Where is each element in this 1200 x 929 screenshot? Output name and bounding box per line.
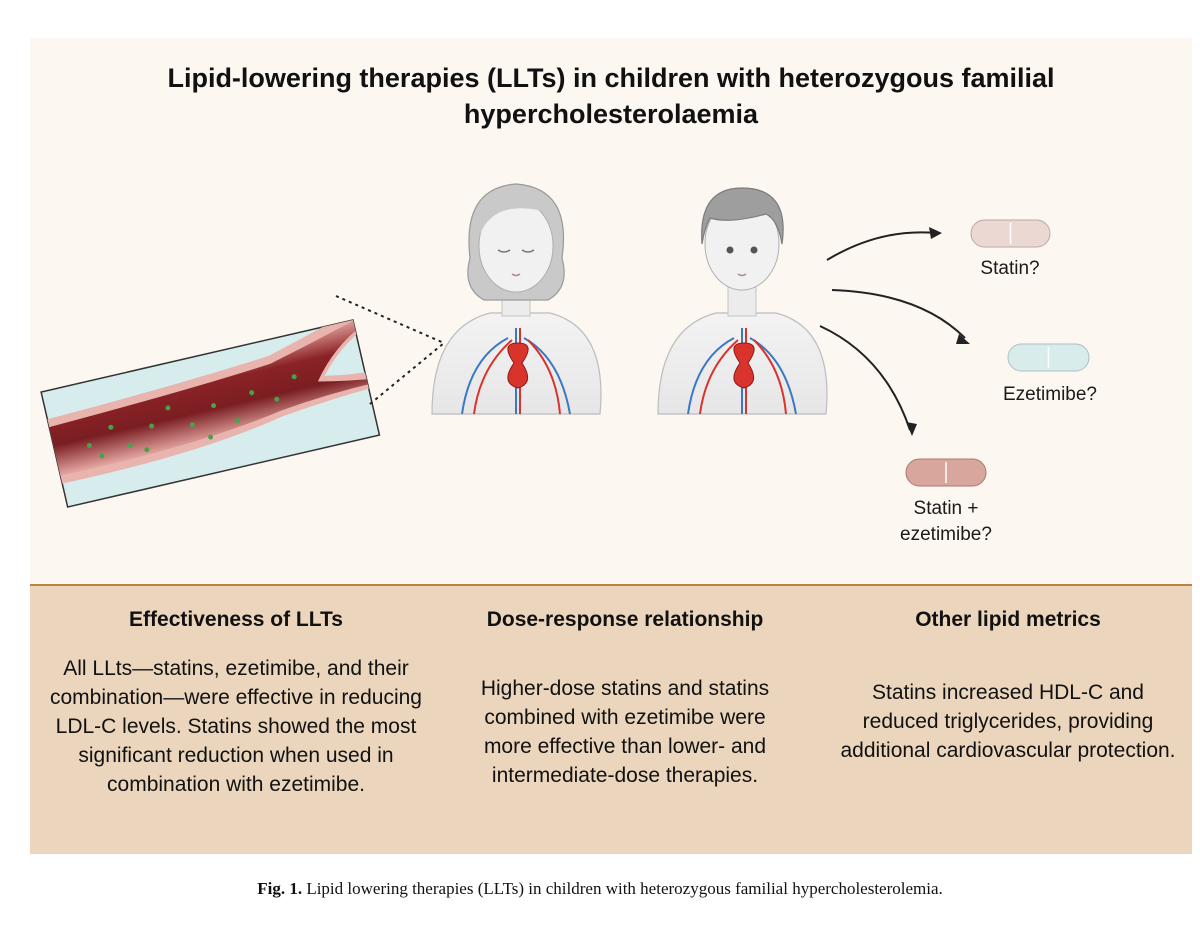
arrow-heads <box>906 227 970 436</box>
treatment-label-text: Ezetimibe? <box>1003 384 1097 405</box>
figure-panel: Lipid-lowering therapies (LLTs) in child… <box>30 38 1192 854</box>
pill-combination-icon <box>905 458 987 487</box>
treatment-label-combination: Statin + ezetimibe? <box>886 496 1006 548</box>
blood-vessel-inset <box>40 295 445 508</box>
finding-heading: Dose-response relationship <box>486 608 764 631</box>
finding-heading: Effectiveness of LLTs <box>129 608 343 631</box>
arrow-to-ezetimibe <box>831 289 966 339</box>
plaque-particles <box>86 374 297 459</box>
finding-heading: Other lipid metrics <box>915 608 1101 631</box>
caption-text: Lipid lowering therapies (LLTs) in child… <box>306 879 943 898</box>
treatment-arrows <box>819 231 966 431</box>
child-boy <box>657 187 828 415</box>
finding-text: Statins increased HDL-C and reduced trig… <box>840 681 1176 762</box>
finding-text: All LLts—statins, ezetimibe, and their c… <box>50 657 422 796</box>
arrow-to-statin <box>826 231 937 261</box>
title-text: Lipid-lowering therapies (LLTs) in child… <box>167 63 1055 129</box>
figure-caption: Fig. 1. Lipid lowering therapies (LLTs) … <box>0 879 1200 899</box>
treatment-label-text: Statin + ezetimibe? <box>900 498 992 545</box>
caption-label: Fig. 1. <box>257 879 303 898</box>
arrow-to-combination <box>819 325 911 431</box>
finding-text: Higher-dose statins and statins combined… <box>480 677 770 787</box>
pill-ezetimibe-icon <box>1007 343 1090 372</box>
treatment-label-text: Statin? <box>980 258 1040 279</box>
findings-panel: Effectiveness of LLTs All LLts—statins, … <box>30 584 1192 854</box>
child-girl <box>431 183 602 415</box>
figure-title: Lipid-lowering therapies (LLTs) in child… <box>30 60 1192 132</box>
treatment-label-ezetimibe: Ezetimibe? <box>990 382 1110 408</box>
illustration <box>40 183 1090 508</box>
treatment-label-statin: Statin? <box>960 256 1060 282</box>
pill-statin-icon <box>970 219 1051 248</box>
